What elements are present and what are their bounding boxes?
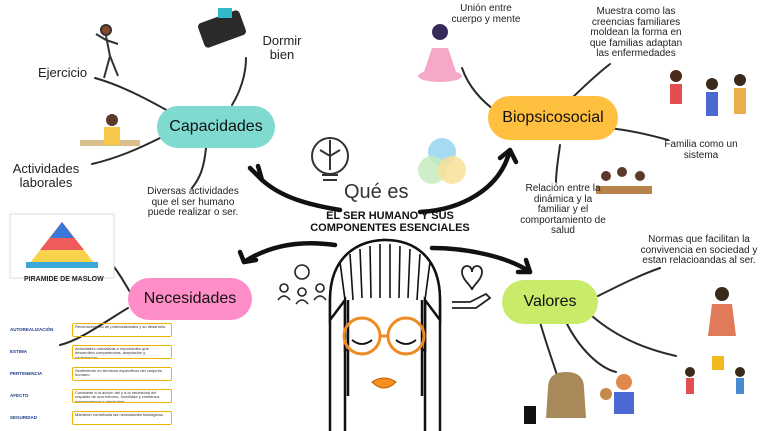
table-row: AUTOREALIZACIÓN Reconocimiento de potenc…: [8, 322, 176, 340]
maslow-pyramid-label: PIRAMIDE DE MASLOW: [24, 276, 104, 283]
table-value: Sentimiento en términos específicos del …: [72, 367, 172, 381]
node-valores-label: Valores: [523, 293, 577, 310]
node-valores[interactable]: Valores: [502, 280, 598, 324]
table-key: ESTIMA: [10, 349, 28, 354]
label-diversas: Diversas actividades que el ser humano p…: [147, 186, 239, 218]
node-capacidades[interactable]: Capacidades: [157, 106, 275, 148]
table-row: PERTENENCIA Sentimiento en términos espe…: [8, 366, 176, 384]
table-key: PERTENENCIA: [10, 371, 43, 376]
table-key: SEGURIDAD: [10, 415, 38, 420]
node-necesidades[interactable]: Necesidades: [128, 278, 252, 320]
node-capacidades-label: Capacidades: [169, 118, 263, 135]
table-row: ESTIMA Actividades valorativas e importa…: [8, 344, 176, 362]
node-necesidades-label: Necesidades: [143, 290, 237, 307]
center-title: EL SER HUMANO Y SUS COMPONENTES ESENCIAL…: [310, 210, 470, 234]
label-relacion: Relación entre la dinámica y la familiar…: [520, 183, 606, 236]
label-actividades-laborales: Actividades laborales: [12, 161, 80, 190]
table-key: AFECTO: [10, 393, 29, 398]
label-familia: Familia como un sistema: [664, 139, 738, 161]
label-ejercicio: Ejercicio: [38, 65, 88, 80]
label-dormir-bien: Dormir bien: [262, 33, 302, 62]
table-value: Actividades valorativas e importantes qu…: [72, 345, 172, 359]
table-value: Constante a la acción del y a la necesid…: [72, 389, 172, 403]
label-union: Unión entre cuerpo y mente: [451, 3, 521, 25]
node-biopsicosocial[interactable]: Biopsicosocial: [488, 96, 618, 140]
table-row: AFECTO Constante a la acción del y a la …: [8, 388, 176, 406]
table-row: SEGURIDAD Mantener constituida las neces…: [8, 410, 176, 428]
table-key: AUTOREALIZACIÓN: [10, 327, 54, 332]
label-normas: Normas que facilitan la convivencia en s…: [640, 234, 758, 266]
center-question: Qué es: [344, 181, 409, 203]
table-value: Mantener constituida las necesidades fis…: [72, 411, 172, 425]
table-value: Reconocimiento de potencialidades y su d…: [72, 323, 172, 337]
node-biopsicosocial-label: Biopsicosocial: [502, 109, 604, 126]
label-muestra: Muestra como las creencias familiares mo…: [589, 6, 683, 59]
